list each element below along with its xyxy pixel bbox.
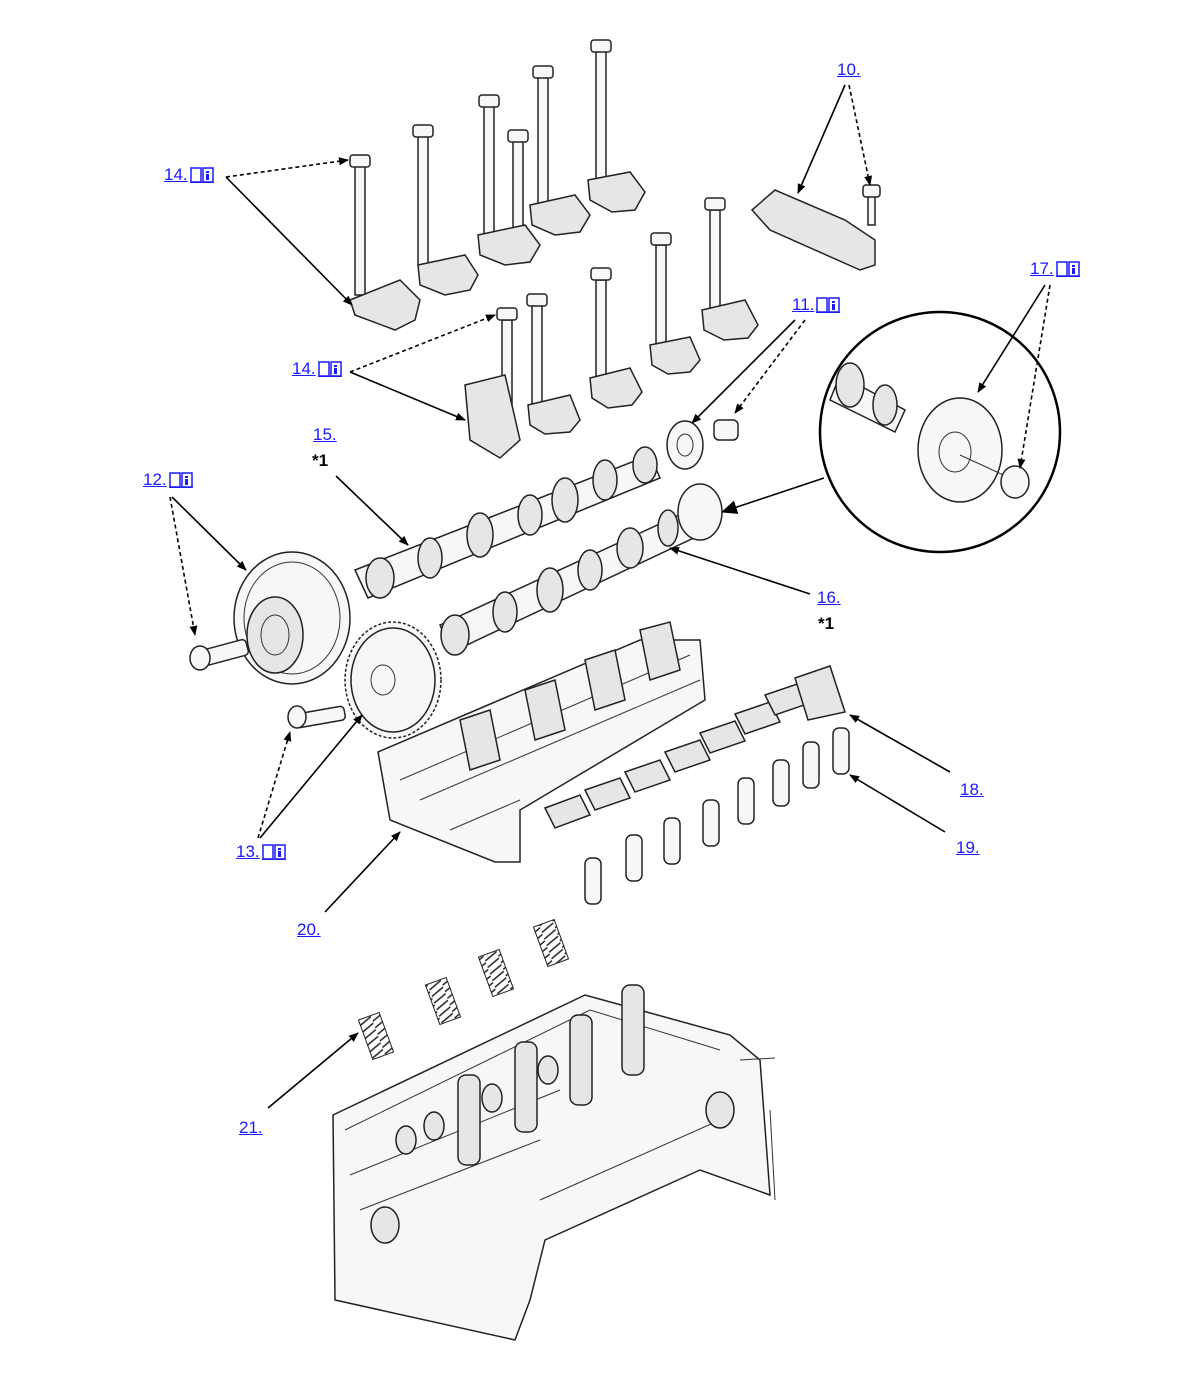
callout-10[interactable]: 10. — [837, 60, 861, 79]
camshaft-holder — [377, 621, 706, 863]
callout-19[interactable]: 19. — [956, 838, 980, 857]
open-book-info-icon — [261, 842, 286, 860]
callout-14-lower[interactable]: 14. — [292, 359, 342, 377]
camshaft-cap-bolts-upper — [349, 39, 646, 331]
note-15: *1 — [312, 451, 329, 470]
rocker-arms — [543, 665, 846, 829]
callout-17[interactable]: 17. — [1030, 259, 1080, 277]
open-book-info-icon — [317, 359, 342, 377]
callout-11[interactable]: 11. — [792, 294, 841, 314]
note-16: *1 — [818, 614, 835, 633]
callout-16[interactable]: 16. — [817, 588, 841, 607]
callout-13-label: 13. — [236, 841, 260, 861]
intake-camshaft — [353, 446, 661, 599]
callout-14-upper-label: 14. — [164, 164, 188, 184]
open-book-info-icon — [168, 470, 193, 488]
exhaust-camshaft — [439, 483, 723, 656]
hydraulic-lash-adjusters — [584, 727, 850, 905]
callout-12[interactable]: 12. — [143, 470, 193, 488]
open-book-info-icon — [816, 295, 841, 313]
callout-12-label: 12. — [143, 469, 167, 489]
valve-springs — [357, 918, 570, 1061]
cylinder-head — [332, 984, 776, 1341]
callout-20[interactable]: 20. — [297, 920, 321, 939]
callout-13[interactable]: 13. — [236, 842, 286, 860]
callout-18[interactable]: 18. — [960, 780, 984, 799]
open-book-info-icon — [1055, 259, 1080, 277]
open-book-info-icon — [189, 165, 214, 183]
callout-11-label: 11. — [792, 294, 815, 314]
detail-magnifier — [818, 310, 1062, 554]
callout-17-label: 17. — [1030, 258, 1054, 278]
callout-21[interactable]: 21. — [239, 1118, 263, 1137]
vtc-actuator — [189, 551, 351, 685]
callout-15[interactable]: 15. — [313, 425, 337, 444]
camshaft-cap-bolts-lower — [464, 197, 759, 459]
leader-lines — [169, 84, 1051, 1109]
exhaust-cam-sprocket — [287, 621, 442, 739]
callout-14-upper[interactable]: 14. — [164, 165, 214, 183]
callout-14-lower-label: 14. — [292, 358, 316, 378]
camshaft-washer-bolt — [666, 419, 739, 470]
camshaft-holder-plate — [750, 184, 881, 271]
